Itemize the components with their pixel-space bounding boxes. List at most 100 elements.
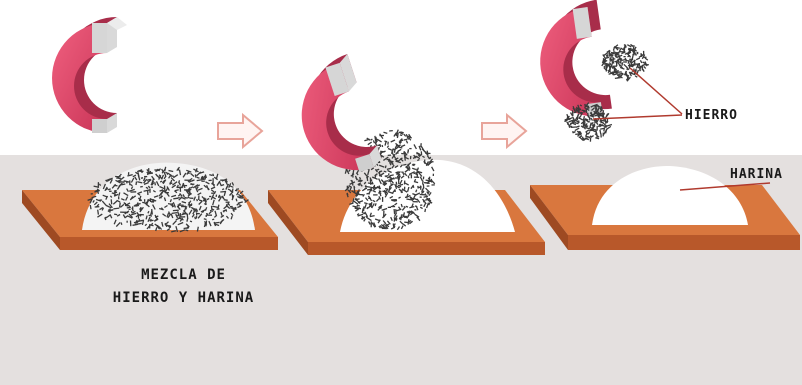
iron-filing: [210, 211, 213, 212]
iron-filing: [384, 141, 387, 142]
iron-filing: [187, 214, 188, 219]
iron-filing: [413, 185, 414, 188]
iron-filing: [354, 186, 355, 188]
iron-filing: [401, 216, 402, 221]
iron-filing: [213, 174, 214, 176]
iron-filing: [367, 207, 368, 209]
iron-filing: [404, 139, 407, 140]
iron-filing: [385, 189, 388, 190]
iron-filing: [179, 180, 180, 183]
iron-filing: [577, 110, 578, 112]
iron-filing: [222, 189, 224, 190]
iron-filing: [121, 223, 122, 225]
iron-filing: [127, 207, 131, 208]
iron-filing: [197, 227, 198, 232]
iron-filing: [408, 150, 409, 154]
iron-filing: [414, 210, 416, 211]
iron-filing: [195, 174, 196, 177]
iron-filing: [628, 48, 630, 49]
iron-filing: [362, 218, 365, 219]
iron-filing: [155, 182, 156, 185]
iron-filing: [220, 192, 226, 193]
iron-filing: [368, 183, 373, 184]
iron-filing: [195, 217, 196, 220]
iron-filing: [365, 187, 370, 188]
mixture-label: MEZCLA DE HIERRO Y HARINA: [96, 264, 271, 310]
iron-filing: [160, 181, 162, 182]
iron-filing: [380, 144, 381, 147]
iron-filing: [428, 192, 429, 194]
iron-filing: [177, 185, 178, 188]
iron-filing: [161, 195, 162, 198]
iron-filing: [149, 215, 152, 216]
iron-filing: [588, 113, 589, 117]
iron-filing: [617, 72, 622, 73]
iron-filing: [179, 203, 181, 204]
iron-filing: [622, 62, 623, 65]
iron-filing: [148, 211, 149, 213]
iron-filing: [150, 220, 154, 221]
iron-filing: [610, 56, 614, 57]
iron-filing: [396, 182, 397, 185]
iron-filing: [375, 203, 376, 206]
flour-label: HARINA: [730, 167, 783, 182]
iron-filing: [580, 105, 582, 106]
iron-filing: [209, 175, 212, 176]
iron-filing: [201, 177, 203, 178]
iron-filing: [583, 137, 584, 140]
iron-filing: [367, 193, 369, 194]
iron-filing: [396, 218, 397, 220]
iron-filing: [114, 214, 117, 215]
iron-filing: [108, 189, 111, 190]
iron-filing: [400, 135, 402, 136]
iron-filing: [90, 205, 91, 209]
iron-filing: [425, 209, 426, 212]
iron-filing: [388, 160, 390, 161]
iron-filing: [620, 74, 621, 77]
iron-filing: [390, 175, 394, 176]
iron-filing: [206, 214, 208, 215]
iron-filing: [403, 164, 406, 165]
iron-filing: [111, 199, 112, 204]
iron-filing: [577, 115, 578, 121]
iron-filing: [629, 63, 630, 66]
iron-filing: [415, 179, 416, 181]
iron-filing: [401, 204, 402, 207]
iron-filing: [400, 140, 404, 141]
iron-filing: [119, 182, 125, 183]
iron-filing: [236, 189, 239, 190]
iron-filing: [147, 179, 151, 180]
iron-filing: [190, 221, 192, 222]
iron-filing: [416, 190, 417, 193]
iron-filing: [140, 196, 141, 199]
iron-filing: [177, 198, 180, 199]
iron-filing: [626, 71, 627, 75]
iron-filing: [406, 206, 408, 207]
iron-filing: [226, 209, 227, 211]
iron-filing: [423, 184, 424, 188]
iron-filing: [136, 182, 137, 186]
iron-filing: [603, 110, 604, 114]
iron-filing: [197, 199, 198, 201]
iron-filing: [226, 204, 227, 207]
iron-filing: [394, 209, 395, 214]
iron-filing: [408, 176, 409, 179]
iron-filing: [408, 219, 409, 224]
iron-filing: [214, 222, 220, 223]
iron-filing: [367, 189, 371, 190]
iron-filing: [385, 181, 389, 182]
iron-filing: [581, 112, 583, 113]
iron-filing: [624, 48, 625, 53]
iron-filing: [362, 208, 363, 213]
iron-filing: [232, 189, 233, 193]
iron-filing: [585, 138, 588, 139]
iron-filing: [595, 115, 598, 116]
iron-filing: [185, 230, 188, 231]
iron-filing: [424, 183, 430, 184]
iron-label: HIERRO: [685, 108, 738, 123]
iron-filing: [120, 203, 121, 208]
iron-filing: [407, 194, 408, 197]
iron-filing: [152, 223, 153, 225]
